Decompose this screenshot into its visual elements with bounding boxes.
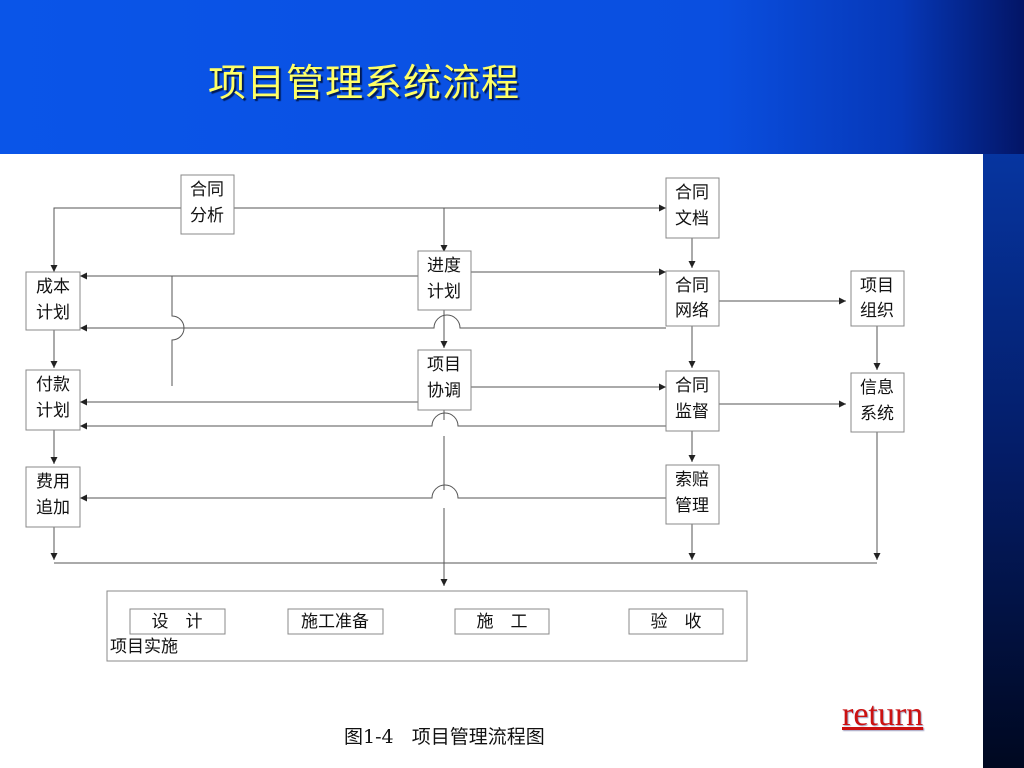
node-label: 成本 xyxy=(36,277,70,297)
node-payment-plan xyxy=(25,369,81,431)
node-labels: 合同 分析 合同 文档 进度 计划 成本 计划 合同 网络 项目 组织 项目 协… xyxy=(36,180,894,632)
node-label: 进度 xyxy=(427,256,461,276)
node-label: 网络 xyxy=(675,301,709,321)
step-acceptance xyxy=(628,608,724,635)
page-title: 项目管理系统流程 xyxy=(208,61,521,105)
node-label: 计划 xyxy=(36,303,70,323)
node-contract-analysis xyxy=(180,174,235,235)
implementation-label: 项目实施 xyxy=(110,637,178,657)
step-construction xyxy=(454,608,550,635)
node-project-coord xyxy=(417,349,472,411)
node-extra-cost xyxy=(25,466,81,528)
node-label: 索赔 xyxy=(675,470,709,490)
node-label: 管理 xyxy=(675,496,709,516)
node-label: 项目 xyxy=(860,276,894,296)
node-claims-mgmt xyxy=(665,464,720,525)
node-label: 分析 xyxy=(190,206,224,226)
diagram-panel xyxy=(0,154,983,768)
node-schedule-plan xyxy=(417,250,472,311)
node-contract-network xyxy=(665,270,720,327)
node-label: 文档 xyxy=(675,209,709,229)
node-label: 项目 xyxy=(427,355,461,375)
right-gradient-strip xyxy=(983,154,1024,768)
node-contract-supervision xyxy=(665,370,720,432)
node-boxes xyxy=(25,174,905,662)
node-label: 追加 xyxy=(36,498,70,518)
node-label: 监督 xyxy=(675,402,709,422)
node-label: 组织 xyxy=(860,301,894,321)
step-label: 施 工 xyxy=(477,612,528,632)
node-label: 合同 xyxy=(190,180,224,200)
node-label: 系统 xyxy=(860,404,894,424)
node-label: 计划 xyxy=(36,401,70,421)
step-label: 设 计 xyxy=(152,612,203,632)
return-link[interactable]: return xyxy=(842,696,924,733)
node-label: 协调 xyxy=(427,381,461,401)
node-label: 费用 xyxy=(36,472,70,492)
node-cost-plan xyxy=(25,271,81,331)
node-label: 信息 xyxy=(860,378,894,398)
node-label: 合同 xyxy=(675,183,709,203)
step-label: 验 收 xyxy=(651,612,702,632)
node-label: 付款 xyxy=(36,375,70,395)
step-prep xyxy=(287,608,384,635)
node-info-system xyxy=(850,372,905,433)
node-label: 合同 xyxy=(675,376,709,396)
node-project-org xyxy=(850,270,905,327)
step-design xyxy=(129,608,226,635)
step-label: 施工准备 xyxy=(301,612,369,632)
node-label: 合同 xyxy=(675,276,709,296)
node-contract-docs xyxy=(665,177,720,239)
node-label: 计划 xyxy=(427,282,461,302)
figure-caption: 图1-4 项目管理流程图 xyxy=(344,726,545,748)
